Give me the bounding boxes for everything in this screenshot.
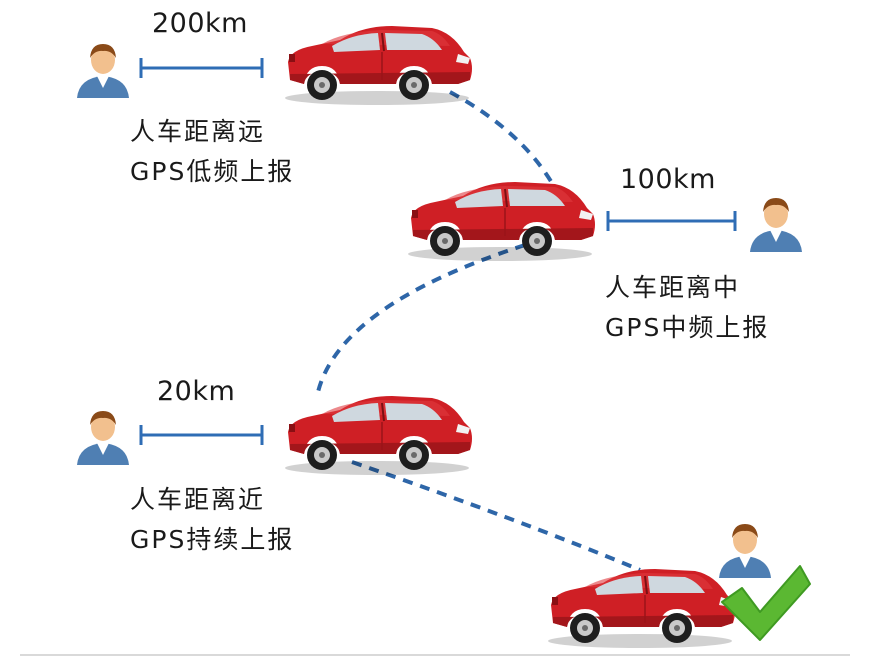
car-icon xyxy=(284,395,473,476)
car-icon xyxy=(284,25,473,106)
caption-line-2: GPS低频上报 xyxy=(130,157,295,186)
distance-measure-line xyxy=(139,58,264,78)
bottom-divider xyxy=(20,654,850,656)
distance-measure-line xyxy=(606,211,737,231)
distance-label-200km: 200km xyxy=(152,8,248,39)
caption-far: 人车距离远 GPS低频上报 xyxy=(130,112,294,192)
caption-near: 人车距离近 GPS持续上报 xyxy=(130,480,294,560)
caption-mid: 人车距离中 GPS中频上报 xyxy=(605,268,769,348)
caption-line-1: 人车距离远 xyxy=(130,117,266,146)
car-icon xyxy=(547,568,736,649)
caption-line-2: GPS持续上报 xyxy=(130,525,295,554)
checkmark-icon xyxy=(721,565,811,641)
person-icon xyxy=(719,524,771,578)
car-icon xyxy=(407,181,596,262)
distance-label-20km: 20km xyxy=(157,376,236,407)
distance-label-100km: 100km xyxy=(620,164,716,195)
caption-line-1: 人车距离近 xyxy=(130,485,266,514)
person-icon xyxy=(77,44,129,98)
person-icon xyxy=(750,198,802,252)
caption-line-2: GPS中频上报 xyxy=(605,313,770,342)
distance-measure-line xyxy=(139,425,264,445)
route-path xyxy=(316,90,641,572)
caption-line-1: 人车距离中 xyxy=(605,273,741,302)
person-icon xyxy=(77,411,129,465)
